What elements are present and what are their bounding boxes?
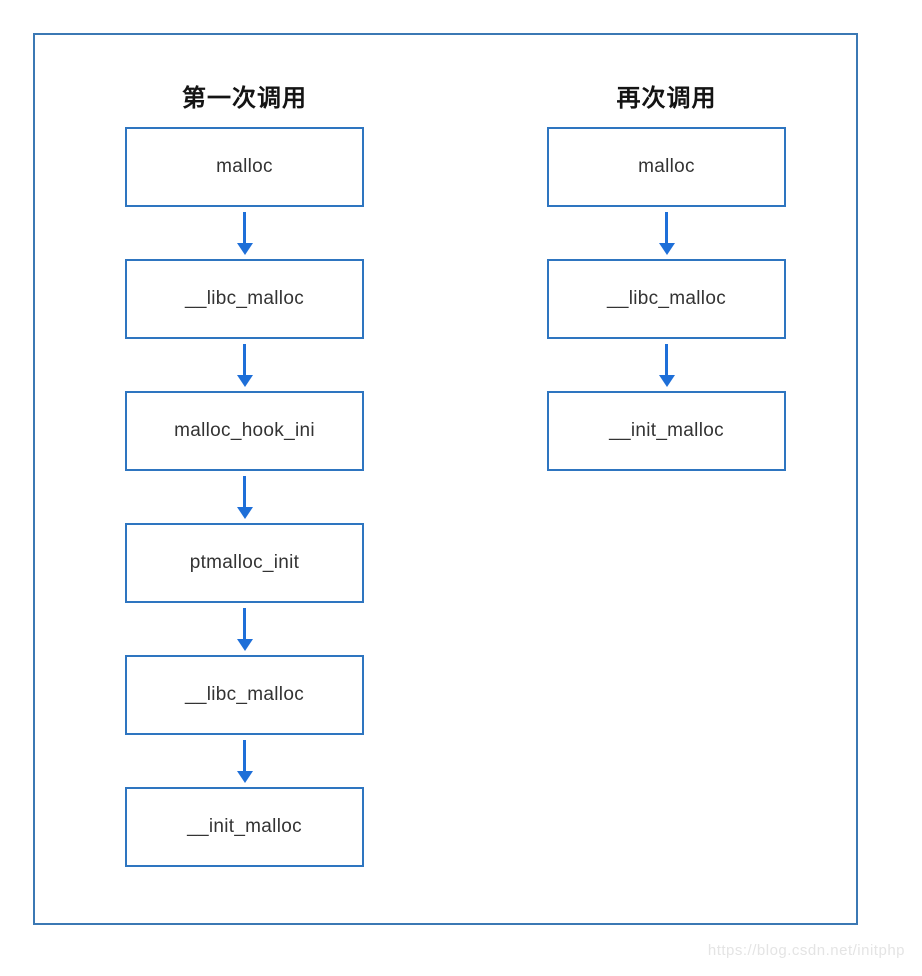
node-label: __libc_malloc xyxy=(184,684,304,705)
first-call-column: 第一次调用 malloc __libc_malloc malloc_hook_i… xyxy=(125,78,364,867)
node-init-malloc-first: __init_malloc xyxy=(125,787,364,867)
arrow-line xyxy=(243,212,246,243)
node-label: malloc xyxy=(638,156,695,177)
arrow-head xyxy=(236,375,253,387)
node-label: malloc_hook_ini xyxy=(174,420,315,441)
node-label: ptmalloc_init xyxy=(189,552,300,573)
node-ptmalloc-init: ptmalloc_init xyxy=(125,523,364,603)
arrow-line xyxy=(243,476,246,507)
node-libc-malloc-first-2: __libc_malloc xyxy=(125,655,364,735)
arrow-head xyxy=(658,375,675,387)
arrow-head xyxy=(236,639,253,651)
arrow-head xyxy=(236,243,253,255)
second-call-column: 再次调用 malloc __libc_malloc __init_malloc xyxy=(547,78,786,471)
arrow-down-icon xyxy=(236,207,253,259)
arrow-down-icon xyxy=(236,735,253,787)
node-label: __libc_malloc xyxy=(606,288,726,309)
arrow-line xyxy=(243,608,246,639)
arrow-line xyxy=(243,740,246,771)
arrow-line xyxy=(665,344,668,375)
node-libc-malloc-first-1: __libc_malloc xyxy=(125,259,364,339)
arrow-down-icon xyxy=(658,339,675,391)
node-init-malloc-second: __init_malloc xyxy=(547,391,786,471)
arrow-head xyxy=(236,507,253,519)
arrow-down-icon xyxy=(658,207,675,259)
arrow-down-icon xyxy=(236,471,253,523)
node-malloc-hook-ini: malloc_hook_ini xyxy=(125,391,364,471)
node-label: __libc_malloc xyxy=(184,288,304,309)
node-libc-malloc-second: __libc_malloc xyxy=(547,259,786,339)
first-call-column-title: 第一次调用 xyxy=(182,85,307,112)
node-label: __init_malloc xyxy=(609,420,724,441)
second-call-column-title: 再次调用 xyxy=(616,85,717,112)
blog-watermark: https://blog.csdn.net/initphp xyxy=(707,942,905,959)
arrow-down-icon xyxy=(236,603,253,655)
arrow-head xyxy=(658,243,675,255)
node-malloc-second: malloc xyxy=(547,127,786,207)
arrow-head xyxy=(236,771,253,783)
node-malloc-first: malloc xyxy=(125,127,364,207)
arrow-down-icon xyxy=(236,339,253,391)
node-label: __init_malloc xyxy=(187,816,302,837)
arrow-line xyxy=(665,212,668,243)
arrow-line xyxy=(243,344,246,375)
node-label: malloc xyxy=(216,156,273,177)
